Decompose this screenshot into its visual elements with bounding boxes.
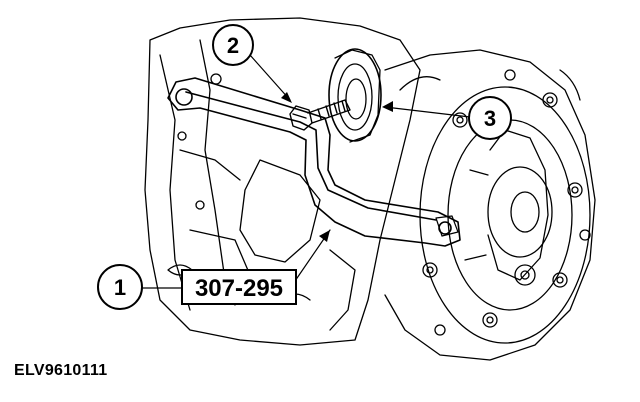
- seal: [328, 48, 382, 143]
- callout-1-number: 1: [114, 275, 126, 300]
- callout-3-number: 3: [484, 106, 496, 131]
- special-tool-307-295: [167, 77, 461, 247]
- callout-1: 1: [97, 264, 143, 310]
- figure-id: ELV9610111: [14, 362, 108, 379]
- callout-2-number: 2: [227, 33, 239, 58]
- tool-label: 307-295: [181, 269, 297, 305]
- callout-3: 3: [468, 96, 512, 140]
- callout-arrowheads: [281, 92, 393, 242]
- callout-2: 2: [212, 24, 254, 66]
- callout-leaders: [142, 54, 471, 289]
- bolt: [289, 99, 351, 131]
- tool-number-text: 307-295: [195, 275, 283, 302]
